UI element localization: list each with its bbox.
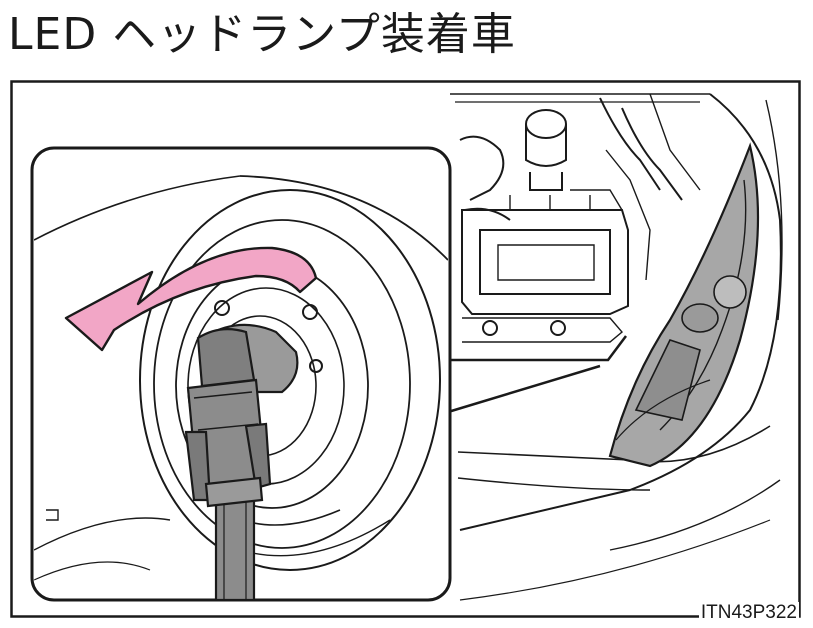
zoom-inset — [30, 146, 452, 602]
headlamp-unit — [608, 142, 760, 468]
engine-bay-view — [450, 93, 783, 601]
bulb-connector — [184, 323, 299, 602]
page-title: LED ヘッドランプ装着車 — [8, 9, 516, 60]
illustration-frame — [10, 80, 801, 618]
counterclockwise-arrow-icon — [64, 246, 318, 352]
callout-lines — [447, 335, 627, 414]
figure-code: ITN43P322 — [698, 602, 799, 624]
